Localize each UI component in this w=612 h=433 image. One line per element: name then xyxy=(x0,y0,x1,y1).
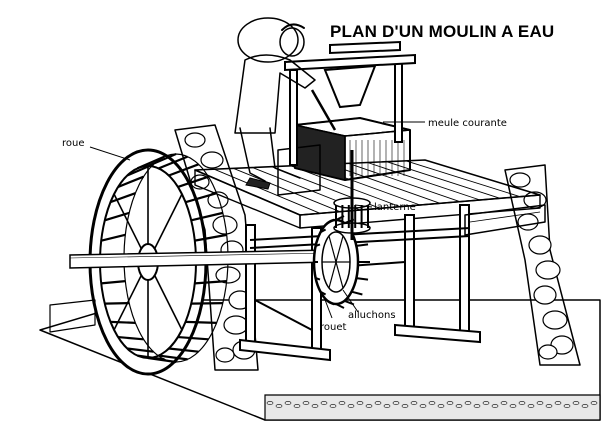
miller-figure xyxy=(234,17,316,190)
ground-slab xyxy=(39,299,601,421)
sluice-board xyxy=(464,204,546,236)
label-roue: roue xyxy=(62,138,85,149)
label-rouet: rouet xyxy=(320,322,347,333)
right-stone-wall xyxy=(504,164,581,366)
hopper-frame xyxy=(284,40,416,166)
leader-lines xyxy=(89,121,425,319)
mill-floor xyxy=(194,159,541,229)
channel-wall xyxy=(49,299,96,333)
label-meule-courante: meule courante xyxy=(428,118,507,129)
label-alluchons: alluchons xyxy=(348,310,396,321)
millstone-housing xyxy=(277,117,411,196)
rouet-gear-wheel xyxy=(312,215,370,309)
diagram-title: PLAN D'UN MOULIN A EAU xyxy=(330,22,555,41)
label-lanterne: lanterne xyxy=(374,202,416,213)
lanterne-pinion xyxy=(333,150,371,240)
